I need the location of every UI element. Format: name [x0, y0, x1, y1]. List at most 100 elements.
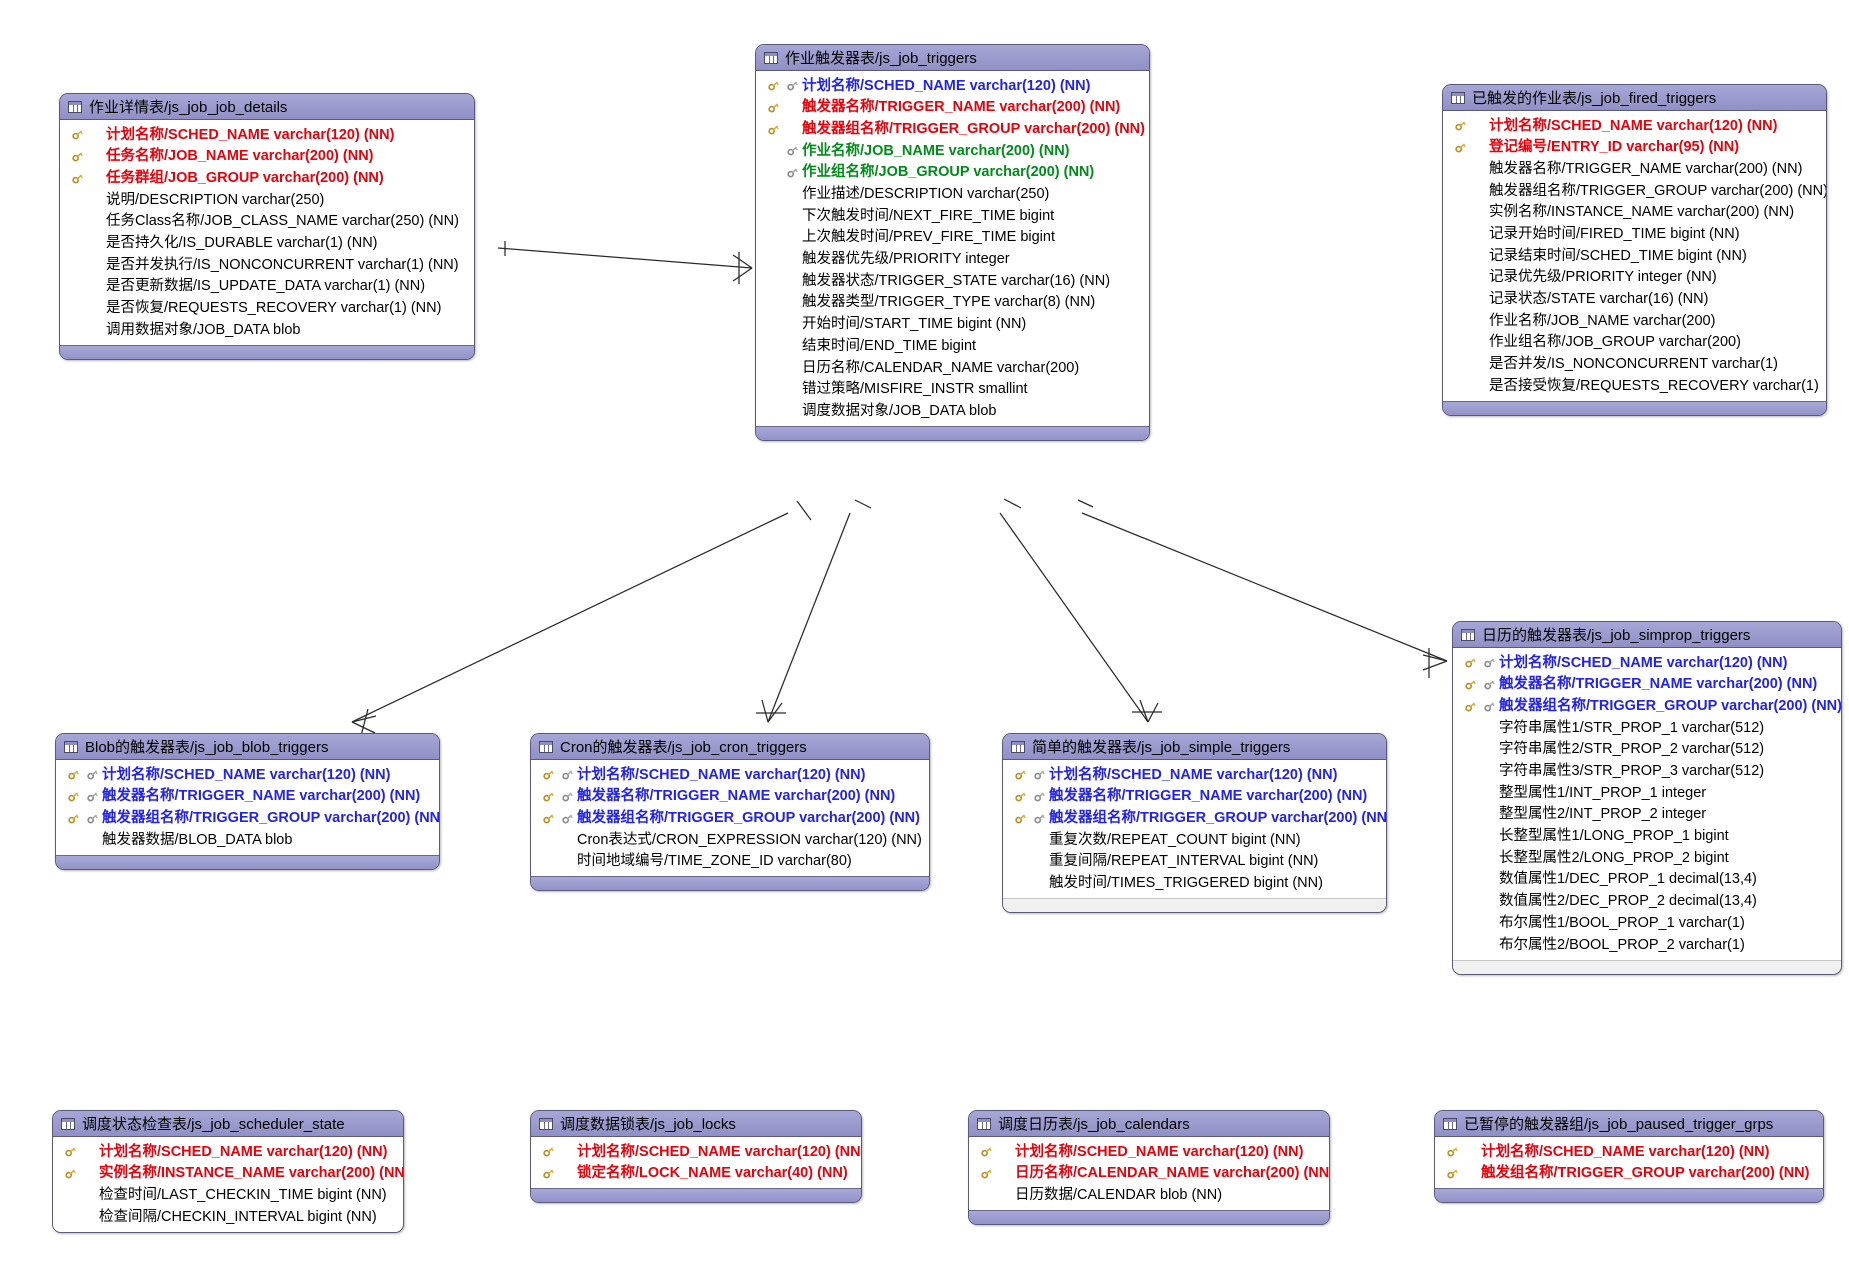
attribute-row[interactable]: 实例名称/INSTANCE_NAME varchar(200) (NN)	[53, 1163, 403, 1185]
attribute-row[interactable]: 触发器名称/TRIGGER_NAME varchar(200) (NN)	[1453, 674, 1841, 696]
attribute-row[interactable]: 计划名称/SCHED_NAME varchar(120) (NN)	[531, 764, 929, 786]
attribute-row[interactable]: 实例名称/INSTANCE_NAME varchar(200) (NN)	[1443, 202, 1826, 224]
attribute-row[interactable]: 日历名称/CALENDAR_NAME varchar(200) (NN)	[969, 1163, 1329, 1185]
attribute-row[interactable]: 触发器名称/TRIGGER_NAME varchar(200) (NN)	[1443, 158, 1826, 180]
entity-header-job_scheduler_state[interactable]: 调度状态检查表/js_job_scheduler_state	[53, 1111, 403, 1137]
attribute-row[interactable]: 布尔属性1/BOOL_PROP_1 varchar(1)	[1453, 912, 1841, 934]
attribute-row[interactable]: 任务群组/JOB_GROUP varchar(200) (NN)	[60, 167, 474, 189]
entity-job_calendars[interactable]: 调度日历表/js_job_calendars 计划名称/SCHED_NAME va…	[968, 1110, 1330, 1226]
attribute-row[interactable]: 错过策略/MISFIRE_INSTR smallint	[756, 379, 1149, 401]
attribute-row[interactable]: 字符串属性2/STR_PROP_2 varchar(512)	[1453, 739, 1841, 761]
attribute-row[interactable]: 触发器组名称/TRIGGER_GROUP varchar(200) (NN)	[56, 807, 439, 829]
attribute-row[interactable]: 记录优先级/PRIORITY integer (NN)	[1443, 267, 1826, 289]
entity-header-job_locks[interactable]: 调度数据锁表/js_job_locks	[531, 1111, 861, 1137]
attribute-row[interactable]: 触发器组名称/TRIGGER_GROUP varchar(200) (NN)	[756, 118, 1149, 140]
attribute-row[interactable]: 长整型属性1/LONG_PROP_1 bigint	[1453, 826, 1841, 848]
entity-job_simprop_triggers[interactable]: 日历的触发器表/js_job_simprop_triggers 计划名称/SCHE…	[1452, 621, 1842, 975]
attribute-row[interactable]: 触发时间/TIMES_TRIGGERED bigint (NN)	[1003, 872, 1386, 894]
attribute-row[interactable]: 数值属性2/DEC_PROP_2 decimal(13,4)	[1453, 891, 1841, 913]
attribute-row[interactable]: 整型属性1/INT_PROP_1 integer	[1453, 782, 1841, 804]
attribute-row[interactable]: 记录开始时间/FIRED_TIME bigint (NN)	[1443, 223, 1826, 245]
attribute-row[interactable]: 触发组名称/TRIGGER_GROUP varchar(200) (NN)	[1435, 1163, 1823, 1185]
attribute-row[interactable]: 开始时间/START_TIME bigint (NN)	[756, 314, 1149, 336]
attribute-row[interactable]: 计划名称/SCHED_NAME varchar(120) (NN)	[756, 75, 1149, 97]
attribute-row[interactable]: 记录结束时间/SCHED_TIME bigint (NN)	[1443, 245, 1826, 267]
attribute-row[interactable]: 作业名称/JOB_NAME varchar(200) (NN)	[756, 140, 1149, 162]
entity-header-job_fired_triggers[interactable]: 已触发的作业表/js_job_fired_triggers	[1443, 85, 1826, 111]
attribute-row[interactable]: 触发器组名称/TRIGGER_GROUP varchar(200) (NN)	[1453, 695, 1841, 717]
attribute-row[interactable]: 登记编号/ENTRY_ID varchar(95) (NN)	[1443, 137, 1826, 159]
entity-job_blob_triggers[interactable]: Blob的触发器表/js_job_blob_triggers 计划名称/SCHED…	[55, 733, 440, 870]
attribute-row[interactable]: 检查时间/LAST_CHECKIN_TIME bigint (NN)	[53, 1184, 403, 1206]
attribute-row[interactable]: 触发器名称/TRIGGER_NAME varchar(200) (NN)	[1003, 786, 1386, 808]
attribute-row[interactable]: 计划名称/SCHED_NAME varchar(120) (NN)	[1003, 764, 1386, 786]
entity-job_fired_triggers[interactable]: 已触发的作业表/js_job_fired_triggers 计划名称/SCHED_…	[1442, 84, 1827, 416]
attribute-row[interactable]: 触发器名称/TRIGGER_NAME varchar(200) (NN)	[756, 97, 1149, 119]
attribute-row[interactable]: 触发器组名称/TRIGGER_GROUP varchar(200) (NN)	[1443, 180, 1826, 202]
attribute-row[interactable]: 触发器组名称/TRIGGER_GROUP varchar(200) (NN)	[531, 807, 929, 829]
attribute-row[interactable]: 日历名称/CALENDAR_NAME varchar(200)	[756, 357, 1149, 379]
entity-job_paused_trigger_grps[interactable]: 已暂停的触发器组/js_job_paused_trigger_grps 计划名称/…	[1434, 1110, 1824, 1204]
attribute-row[interactable]: 字符串属性1/STR_PROP_1 varchar(512)	[1453, 717, 1841, 739]
attribute-row[interactable]: 数值属性1/DEC_PROP_1 decimal(13,4)	[1453, 869, 1841, 891]
entity-header-job_simprop_triggers[interactable]: 日历的触发器表/js_job_simprop_triggers	[1453, 622, 1841, 648]
attribute-row[interactable]: 记录状态/STATE varchar(16) (NN)	[1443, 289, 1826, 311]
attribute-row[interactable]: 重复间隔/REPEAT_INTERVAL bigint (NN)	[1003, 851, 1386, 873]
attribute-row[interactable]: 是否持久化/IS_DURABLE varchar(1) (NN)	[60, 232, 474, 254]
entity-job_cron_triggers[interactable]: Cron的触发器表/js_job_cron_triggers 计划名称/SCHED…	[530, 733, 930, 892]
attribute-row[interactable]: 上次触发时间/PREV_FIRE_TIME bigint	[756, 227, 1149, 249]
attribute-row[interactable]: 是否恢复/REQUESTS_RECOVERY varchar(1) (NN)	[60, 298, 474, 320]
attribute-row[interactable]: 触发器状态/TRIGGER_STATE varchar(16) (NN)	[756, 270, 1149, 292]
attribute-row[interactable]: 结束时间/END_TIME bigint	[756, 335, 1149, 357]
attribute-row[interactable]: 调度数据对象/JOB_DATA blob	[756, 400, 1149, 422]
attribute-row[interactable]: Cron表达式/CRON_EXPRESSION varchar(120) (NN…	[531, 829, 929, 851]
attribute-row[interactable]: 整型属性2/INT_PROP_2 integer	[1453, 804, 1841, 826]
attribute-row[interactable]: 触发器类型/TRIGGER_TYPE varchar(8) (NN)	[756, 292, 1149, 314]
attribute-row[interactable]: 是否并发执行/IS_NONCONCURRENT varchar(1) (NN)	[60, 254, 474, 276]
attribute-row[interactable]: 调用数据对象/JOB_DATA blob	[60, 319, 474, 341]
entity-header-job_blob_triggers[interactable]: Blob的触发器表/js_job_blob_triggers	[56, 734, 439, 760]
attribute-row[interactable]: 作业描述/DESCRIPTION varchar(250)	[756, 183, 1149, 205]
entity-header-job_simple_triggers[interactable]: 简单的触发器表/js_job_simple_triggers	[1003, 734, 1386, 760]
attribute-row[interactable]: 时间地域编号/TIME_ZONE_ID varchar(80)	[531, 851, 929, 873]
attribute-row[interactable]: 任务Class名称/JOB_CLASS_NAME varchar(250) (N…	[60, 211, 474, 233]
entity-header-job_calendars[interactable]: 调度日历表/js_job_calendars	[969, 1111, 1329, 1137]
entity-header-job_job_details[interactable]: 作业详情表/js_job_job_details	[60, 94, 474, 120]
attribute-row[interactable]: 作业名称/JOB_NAME varchar(200)	[1443, 310, 1826, 332]
attribute-row[interactable]: 日历数据/CALENDAR blob (NN)	[969, 1184, 1329, 1206]
attribute-row[interactable]: 计划名称/SCHED_NAME varchar(120) (NN)	[1453, 652, 1841, 674]
attribute-row[interactable]: 计划名称/SCHED_NAME varchar(120) (NN)	[969, 1141, 1329, 1163]
entity-header-job_paused_trigger_grps[interactable]: 已暂停的触发器组/js_job_paused_trigger_grps	[1435, 1111, 1823, 1137]
attribute-row[interactable]: 是否更新数据/IS_UPDATE_DATA varchar(1) (NN)	[60, 276, 474, 298]
attribute-row[interactable]: 触发器优先级/PRIORITY integer	[756, 249, 1149, 271]
entity-job_job_details[interactable]: 作业详情表/js_job_job_details 计划名称/SCHED_NAME …	[59, 93, 475, 360]
attribute-row[interactable]: 重复次数/REPEAT_COUNT bigint (NN)	[1003, 829, 1386, 851]
attribute-row[interactable]: 作业组名称/JOB_GROUP varchar(200) (NN)	[756, 162, 1149, 184]
attribute-row[interactable]: 任务名称/JOB_NAME varchar(200) (NN)	[60, 146, 474, 168]
attribute-row[interactable]: 作业组名称/JOB_GROUP varchar(200)	[1443, 332, 1826, 354]
attribute-row[interactable]: 是否并发/IS_NONCONCURRENT varchar(1)	[1443, 354, 1826, 376]
attribute-row[interactable]: 计划名称/SCHED_NAME varchar(120) (NN)	[1435, 1141, 1823, 1163]
attribute-row[interactable]: 计划名称/SCHED_NAME varchar(120) (NN)	[60, 124, 474, 146]
attribute-row[interactable]: 计划名称/SCHED_NAME varchar(120) (NN)	[56, 764, 439, 786]
attribute-row[interactable]: 触发器组名称/TRIGGER_GROUP varchar(200) (NN)	[1003, 807, 1386, 829]
entity-job_scheduler_state[interactable]: 调度状态检查表/js_job_scheduler_state 计划名称/SCHED…	[52, 1110, 404, 1233]
attribute-row[interactable]: 触发器名称/TRIGGER_NAME varchar(200) (NN)	[531, 786, 929, 808]
attribute-row[interactable]: 布尔属性2/BOOL_PROP_2 varchar(1)	[1453, 934, 1841, 956]
attribute-row[interactable]: 锁定名称/LOCK_NAME varchar(40) (NN)	[531, 1163, 861, 1185]
attribute-row[interactable]: 计划名称/SCHED_NAME varchar(120) (NN)	[531, 1141, 861, 1163]
attribute-row[interactable]: 触发器数据/BLOB_DATA blob	[56, 829, 439, 851]
attribute-row[interactable]: 检查间隔/CHECKIN_INTERVAL bigint (NN)	[53, 1206, 403, 1228]
attribute-row[interactable]: 计划名称/SCHED_NAME varchar(120) (NN)	[53, 1141, 403, 1163]
attribute-row[interactable]: 字符串属性3/STR_PROP_3 varchar(512)	[1453, 760, 1841, 782]
attribute-row[interactable]: 计划名称/SCHED_NAME varchar(120) (NN)	[1443, 115, 1826, 137]
attribute-row[interactable]: 说明/DESCRIPTION varchar(250)	[60, 189, 474, 211]
entity-header-job_cron_triggers[interactable]: Cron的触发器表/js_job_cron_triggers	[531, 734, 929, 760]
attribute-row[interactable]: 触发器名称/TRIGGER_NAME varchar(200) (NN)	[56, 786, 439, 808]
entity-job_locks[interactable]: 调度数据锁表/js_job_locks 计划名称/SCHED_NAME varch…	[530, 1110, 862, 1204]
attribute-row[interactable]: 长整型属性2/LONG_PROP_2 bigint	[1453, 847, 1841, 869]
attribute-row[interactable]: 是否接受恢复/REQUESTS_RECOVERY varchar(1)	[1443, 375, 1826, 397]
attribute-row[interactable]: 下次触发时间/NEXT_FIRE_TIME bigint	[756, 205, 1149, 227]
entity-job_simple_triggers[interactable]: 简单的触发器表/js_job_simple_triggers 计划名称/SCHED…	[1002, 733, 1387, 914]
